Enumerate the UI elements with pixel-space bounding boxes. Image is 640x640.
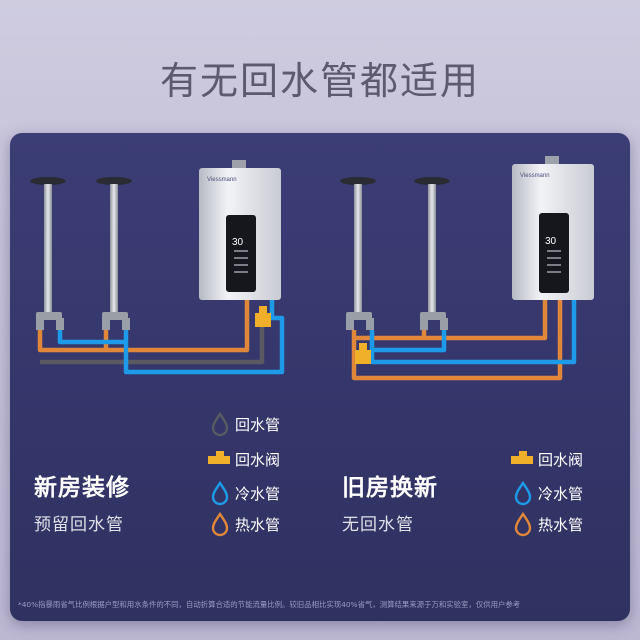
right-legend-item-valve: 回水阀 <box>510 445 583 473</box>
legend-label: 回水管 <box>235 415 281 434</box>
cold-water-drop-icon <box>514 480 532 506</box>
cold-water-drop-icon <box>211 480 229 506</box>
return-water-drop-icon <box>211 411 229 437</box>
right-return-valve <box>355 343 371 364</box>
left-shower-2 <box>96 177 132 330</box>
right-shower-2 <box>414 177 450 330</box>
left-legend-item-hot: 热水管 <box>207 510 280 538</box>
right-legend-item-cold: 冷水管 <box>510 479 583 507</box>
left-heater-temp: 30 <box>232 237 244 248</box>
hot-water-drop-icon <box>211 511 229 537</box>
return-valve-icon <box>208 451 230 464</box>
left-legend-item-return-pipe: 回水管 <box>207 410 280 438</box>
return-valve-icon <box>511 451 533 464</box>
legend-label: 回水阀 <box>235 450 281 469</box>
left-legend-item-cold: 冷水管 <box>207 479 280 507</box>
legend-label: 回水阀 <box>538 450 584 469</box>
legend-label: 热水管 <box>538 515 584 534</box>
legend-label: 冷水管 <box>235 484 281 503</box>
left-return-water-pipe <box>40 322 265 365</box>
right-scene: Viessmann 30 <box>340 156 594 381</box>
left-cold-water-pipe <box>57 300 285 375</box>
right-section-title: 旧房换新 <box>342 475 438 501</box>
right-heater-brand: Viessmann <box>520 173 550 179</box>
right-water-heater: Viessmann 30 <box>512 156 594 300</box>
left-scene: Viessmann 30 <box>30 160 285 375</box>
footnote-disclaimer: *40%指暴雨省气比例根据户型和用水条件的不同，自动折算合适的节能流量比例。较旧… <box>18 600 521 609</box>
page-headline: 有无回水管都适用 <box>159 59 480 103</box>
left-water-heater: Viessmann 30 <box>199 160 281 300</box>
left-shower-1 <box>30 177 66 330</box>
left-legend-item-valve: 回水阀 <box>207 445 280 473</box>
right-cold-water-pipe <box>369 300 577 365</box>
hot-water-drop-icon <box>514 511 532 537</box>
left-heater-brand: Viessmann <box>207 177 237 183</box>
right-hot-water-pipe <box>351 300 563 381</box>
legend-label: 冷水管 <box>538 484 584 503</box>
right-heater-temp: 30 <box>545 236 557 247</box>
right-shower-1 <box>340 177 376 330</box>
legend-label: 热水管 <box>235 515 281 534</box>
left-section-subtitle: 预留回水管 <box>34 515 124 535</box>
right-section-subtitle: 无回水管 <box>342 515 414 535</box>
left-return-valve <box>255 306 271 327</box>
right-legend-item-hot: 热水管 <box>510 510 583 538</box>
left-section-title: 新房装修 <box>34 475 130 501</box>
